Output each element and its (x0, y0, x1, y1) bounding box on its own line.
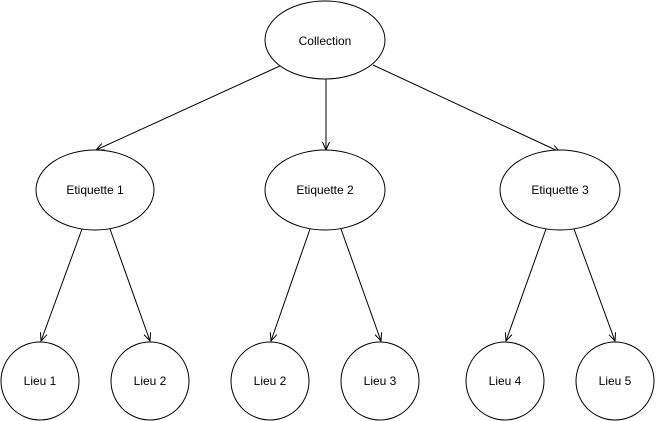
edges-tags-to-places (41, 228, 615, 341)
node-etiquette-2-shape (264, 149, 386, 231)
node-lieu-5-label: Lieu 5 (599, 374, 632, 388)
node-lieu-2-a: Lieu 2 (110, 341, 190, 421)
edge-etiquette-1-lieu-2 (109, 228, 150, 341)
edge-etiquette-3-lieu-4 (506, 228, 547, 341)
node-lieu-3-label: Lieu 3 (364, 374, 397, 388)
node-lieu-4-shape (465, 341, 545, 421)
node-etiquette-2-label: Etiquette 2 (296, 183, 354, 197)
node-etiquette-1: Etiquette 1 (35, 149, 155, 231)
edge-etiquette-2-lieu-3 (340, 228, 381, 341)
node-etiquette-2: Etiquette 2 (264, 149, 386, 231)
edge-etiquette-1-lieu-1 (41, 228, 83, 341)
node-lieu-3-shape (340, 341, 420, 421)
node-lieu-2-b-shape (230, 341, 310, 421)
node-lieu-2-b-label: Lieu 2 (254, 374, 287, 388)
edges-root-to-tags (96, 64, 560, 152)
edge-collection-etiquette-1 (96, 64, 283, 150)
node-lieu-2-b: Lieu 2 (230, 341, 310, 421)
node-etiquette-3: Etiquette 3 (499, 149, 621, 231)
node-lieu-5-shape (575, 341, 655, 421)
node-lieu-3: Lieu 3 (340, 341, 420, 421)
node-lieu-2-a-label: Lieu 2 (134, 374, 167, 388)
node-lieu-1-label: Lieu 1 (24, 374, 57, 388)
node-etiquette-3-label: Etiquette 3 (531, 183, 589, 197)
node-collection-label: Collection (299, 34, 352, 48)
edge-collection-etiquette-3 (372, 64, 560, 152)
edge-etiquette-2-lieu-2 (271, 228, 311, 341)
node-lieu-5: Lieu 5 (575, 341, 655, 421)
node-lieu-1: Lieu 1 (0, 341, 80, 421)
node-lieu-4: Lieu 4 (465, 341, 545, 421)
node-etiquette-1-label: Etiquette 1 (66, 183, 124, 197)
node-lieu-4-label: Lieu 4 (489, 374, 522, 388)
node-lieu-2-a-shape (110, 341, 190, 421)
node-lieu-1-shape (0, 341, 80, 421)
node-collection-shape (264, 0, 386, 80)
node-collection: Collection (264, 0, 386, 80)
node-etiquette-3-shape (499, 149, 621, 231)
node-etiquette-1-shape (35, 149, 155, 231)
edge-etiquette-3-lieu-5 (573, 228, 615, 341)
